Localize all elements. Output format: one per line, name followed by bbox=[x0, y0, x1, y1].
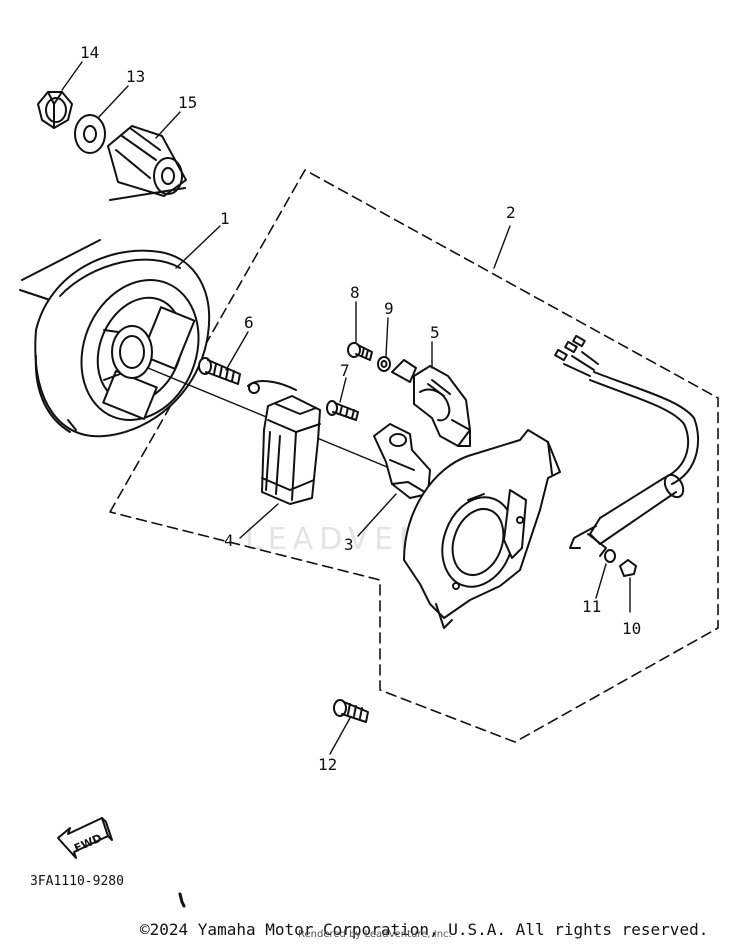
callout-2: 2 bbox=[506, 203, 516, 222]
copyright-notice: ©2024 Yamaha Motor Corporation, U.S.A. A… bbox=[140, 920, 709, 939]
leader-13 bbox=[97, 85, 129, 119]
wire-harness bbox=[554, 334, 700, 549]
leader-1 bbox=[175, 225, 221, 269]
leader-6 bbox=[225, 331, 249, 371]
callout-5: 5 bbox=[430, 323, 440, 342]
callout-6: 6 bbox=[244, 313, 254, 332]
part-15-spacer bbox=[107, 125, 187, 197]
leader-11 bbox=[595, 563, 607, 599]
diagram-part-code: 3FA1110-9280 bbox=[30, 874, 124, 889]
rendered-by-credit: Rendered by LeadVenture, Inc. bbox=[298, 929, 452, 940]
part-7-screw bbox=[326, 400, 359, 421]
part-3-pickup-coil bbox=[373, 423, 431, 499]
fwd-arrow-icon bbox=[57, 817, 113, 859]
callout-12: 12 bbox=[318, 755, 337, 774]
stator-group-boundary bbox=[109, 169, 719, 743]
leader-3 bbox=[357, 493, 397, 537]
part-10-screw bbox=[619, 559, 637, 577]
part-13-washer bbox=[74, 114, 106, 154]
part-9-washer bbox=[377, 356, 391, 372]
leader-15 bbox=[155, 111, 181, 139]
callout-13: 13 bbox=[126, 67, 145, 86]
callout-11: 11 bbox=[582, 597, 601, 616]
leader-9 bbox=[385, 317, 389, 357]
projection-line bbox=[109, 187, 186, 201]
callout-4: 4 bbox=[224, 531, 234, 550]
part-4-source-coil bbox=[261, 395, 321, 505]
leader-7 bbox=[339, 377, 347, 403]
part-1-flywheel-rotor bbox=[34, 249, 211, 438]
callout-1: 1 bbox=[220, 209, 230, 228]
part-5-contact-breaker bbox=[391, 359, 471, 447]
part-12-bolt bbox=[333, 699, 369, 723]
leader-4 bbox=[239, 503, 279, 539]
leader-14 bbox=[61, 61, 83, 91]
callout-3: 3 bbox=[344, 535, 354, 554]
callout-10: 10 bbox=[622, 619, 641, 638]
callout-15: 15 bbox=[178, 93, 197, 112]
part-2-stator-base-plate bbox=[403, 429, 561, 629]
callout-8: 8 bbox=[350, 283, 360, 302]
callout-14: 14 bbox=[80, 43, 99, 62]
ink-mark bbox=[178, 892, 186, 908]
part-11-clamp bbox=[587, 533, 616, 563]
projection-line bbox=[21, 239, 101, 281]
lead-wire-clip bbox=[247, 380, 297, 394]
part-8-screw bbox=[347, 342, 373, 361]
leader-12 bbox=[329, 717, 351, 755]
callout-7: 7 bbox=[340, 361, 350, 380]
part-6-screw bbox=[198, 357, 241, 385]
leader-2 bbox=[493, 225, 511, 269]
callout-9: 9 bbox=[384, 299, 394, 318]
part-14-nut bbox=[37, 91, 73, 129]
projection-line bbox=[19, 289, 51, 301]
